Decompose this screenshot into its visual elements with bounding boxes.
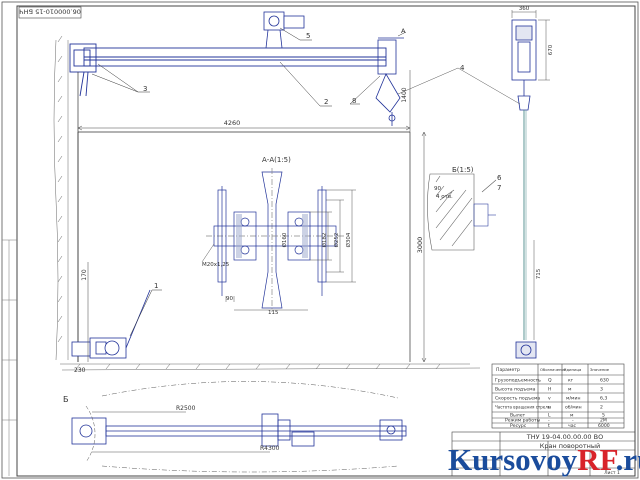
spec-row-3-sym: v <box>548 397 551 402</box>
floor <box>60 363 481 371</box>
dim-span: 4260 <box>224 119 241 127</box>
spec-row-7-param: Ресурс <box>510 423 527 429</box>
spec-table <box>491 363 625 429</box>
spec-header-value: Значение <box>590 367 610 372</box>
cut-mark-a: A <box>401 27 406 35</box>
dim-height: 3000 <box>416 237 424 254</box>
spec-row-6-unit: - <box>572 419 574 424</box>
dim-od-252: Ø252 <box>333 233 340 248</box>
dim-trolley-w: 360 <box>519 6 530 12</box>
spec-row-5-unit: м <box>570 414 574 419</box>
detail-b <box>427 173 497 251</box>
stamp-code: 06.000010-15 БНЧ <box>19 8 81 16</box>
spec-row-5-param: Вылет <box>510 413 526 419</box>
dim-trolley-h: 670 <box>548 44 554 55</box>
dim-chain: 715 <box>536 268 542 279</box>
spec-row-6-val: 2М <box>600 418 607 424</box>
spec-row-2-sym: H <box>548 387 551 393</box>
section-aa <box>206 168 344 312</box>
detail-note: 4 отв. <box>436 194 453 200</box>
detail-title: Б(1:5) <box>452 166 474 174</box>
title-sheet: Лист 1 <box>604 470 620 476</box>
spec-row-6-param: Режим работы <box>505 418 541 424</box>
spec-row-7-val: 6000 <box>598 423 610 429</box>
dim-r2500: R2500 <box>176 405 196 412</box>
watermark-part-2: RF <box>577 442 616 477</box>
detail-hole: 90 <box>434 186 441 192</box>
column-frame <box>77 72 411 362</box>
spec-row-4-param: Частота вращения стрелы <box>495 405 551 410</box>
pos-3: 3 <box>143 85 147 93</box>
spec-row-4-val: 2 <box>600 405 603 411</box>
pos-6: 6 <box>497 174 502 182</box>
pos-2: 2 <box>324 98 328 106</box>
watermark-part-1: Kursovoy <box>448 442 578 477</box>
spec-row-3-unit: м/мин <box>566 396 580 402</box>
spec-header-symbol: Обозначение <box>540 367 567 372</box>
spec-row-1-unit: кг <box>568 379 574 384</box>
spec-row-6-sym: - <box>548 419 550 424</box>
spec-row-7-sym: t <box>548 423 550 429</box>
plan-mark-b-letter: Б <box>63 395 69 404</box>
spec-row-1-sym: Q <box>548 378 552 384</box>
spec-row-2-param: Высота подъема <box>495 387 536 393</box>
pos-5: 5 <box>306 32 310 40</box>
dim-r4300: R4300 <box>260 445 280 452</box>
title-block <box>451 431 636 477</box>
spec-row-3-param: Скорость подъема <box>495 396 540 402</box>
spec-row-5-val: 5 <box>602 413 605 419</box>
side-view <box>511 19 537 359</box>
title-name: Кран поворотный <box>540 442 601 450</box>
dim-od-304: Ø304 <box>345 232 352 247</box>
spec-row-4-sym: n <box>548 406 551 411</box>
hoist-trolley <box>263 11 305 49</box>
drawing-frame <box>16 5 636 477</box>
crane-beam <box>69 43 387 97</box>
watermark-part-3: .ru <box>615 442 640 477</box>
spec-row-1-val: 630 <box>600 378 609 384</box>
spec-header-unit: Единица <box>564 367 581 372</box>
dim-od-182: Ø182 <box>321 233 328 248</box>
spec-row-1-param: Грузоподъемность <box>495 378 541 384</box>
section-title: А-А(1:5) <box>262 156 291 164</box>
plan-view <box>71 413 407 447</box>
pos-7: 7 <box>497 184 501 192</box>
watermark-logo: KursovoyRF.ru <box>448 442 640 478</box>
title-code: ТНУ 19-04.00.00.00 ВО <box>526 433 603 441</box>
spec-row-3-val: 6,3 <box>600 396 607 402</box>
spec-row-5-sym: L <box>548 413 551 419</box>
spec-header-param: Параметр <box>496 367 520 373</box>
dim-od-160: Ø160 <box>281 232 288 247</box>
bottom-drive <box>71 289 151 359</box>
dim-115: 115 <box>268 310 279 316</box>
pos-1: 1 <box>154 282 158 290</box>
dim-right-h: 1400 <box>401 87 408 102</box>
spec-row-2-val: 3 <box>600 387 603 393</box>
spec-row-4-unit: об/мин <box>565 405 582 411</box>
dim-thread: M20x1,25 <box>202 262 230 268</box>
dim-90: 90 <box>226 296 233 302</box>
left-wall <box>53 35 69 361</box>
spec-row-7-unit: час <box>568 424 577 429</box>
dim-base-offset: 230 <box>74 367 86 374</box>
dim-left-offset: 170 <box>81 269 88 281</box>
pos-4: 4 <box>460 64 465 72</box>
right-end-hook <box>375 37 404 126</box>
pos-8: 8 <box>352 97 356 105</box>
spec-row-2-unit: м <box>568 388 572 393</box>
